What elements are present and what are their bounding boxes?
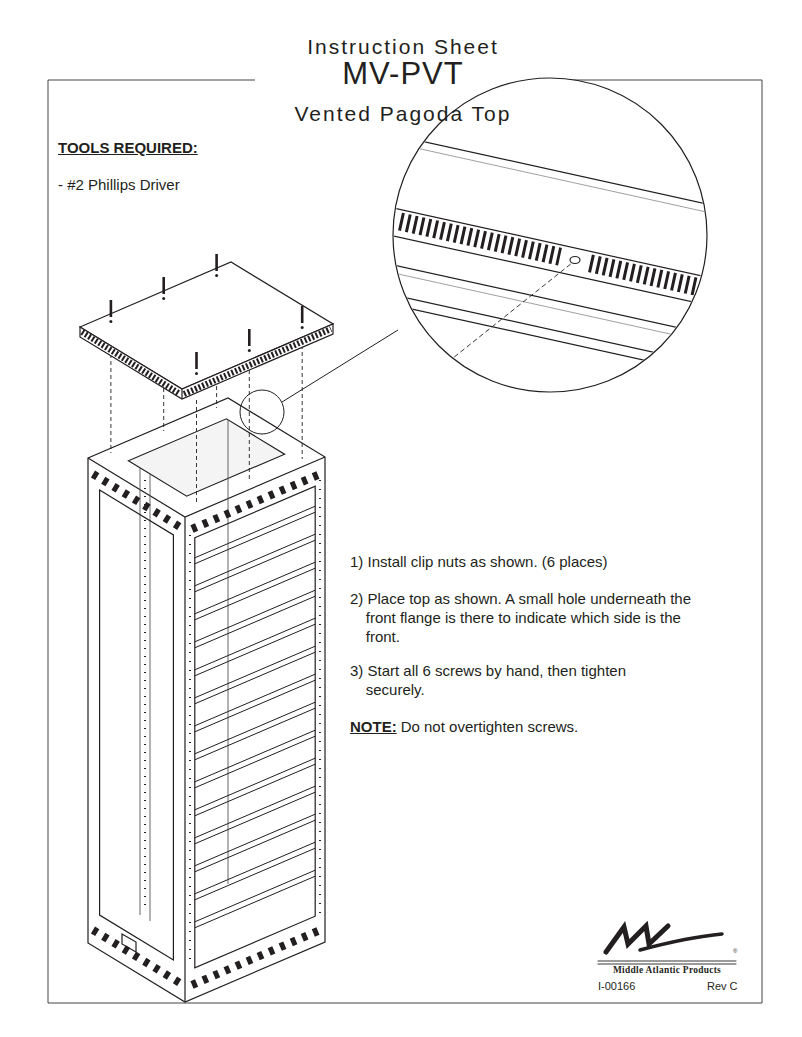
- illustration-part: [249, 370, 250, 482]
- rack-side-opening: [195, 486, 315, 968]
- illustration-part: [448, 263, 572, 362]
- vent: [192, 475, 318, 529]
- revision: Rev C: [707, 980, 738, 994]
- note-heading: NOTE:: [350, 718, 397, 737]
- registered-mark: ®: [733, 948, 737, 956]
- illustration-part: [380, 132, 720, 207]
- illustration-part: [380, 270, 720, 345]
- document-number: I-00166: [598, 980, 635, 994]
- screw: [109, 254, 303, 375]
- section-heading: TOOLS REQUIRED:: [58, 139, 198, 158]
- rack-plate: [122, 934, 136, 952]
- illustration-part: [82, 332, 180, 394]
- detail-view: [380, 132, 720, 377]
- illustration-part: [80, 324, 333, 399]
- instruction-step: 2) Place top as shown. A small hole unde…: [350, 590, 714, 646]
- illustration-part: [380, 233, 720, 308]
- illustration-part: [196, 400, 197, 505]
- detail-circle: [393, 78, 707, 392]
- rack-front-opening: [100, 490, 174, 960]
- illustration-part: [162, 297, 165, 300]
- illustration-part: [380, 205, 720, 280]
- illustration-part: [400, 222, 560, 257]
- illustration-part: [301, 326, 304, 329]
- illustration-part: [215, 274, 218, 277]
- rack-outline: [88, 398, 325, 1002]
- rail-holes: [144, 480, 146, 910]
- illustration-part: [590, 263, 720, 292]
- illustration-part: [248, 329, 251, 346]
- rack-rail: [140, 420, 228, 921]
- illustration-part: [162, 277, 165, 294]
- illustration-part: [195, 372, 198, 375]
- illustration-part: [215, 254, 218, 271]
- illustration-part: [195, 352, 198, 369]
- illustration-part: [181, 389, 182, 399]
- illustration-part: [184, 329, 331, 394]
- illustration-part: [110, 300, 113, 317]
- tool-item: - #2 Phillips Driver: [58, 176, 180, 195]
- illustration-part: [606, 926, 668, 952]
- product-name: Vented Pagoda Top: [2, 101, 802, 127]
- illustration-part: [380, 302, 720, 377]
- illustration-part: [109, 320, 112, 323]
- illustration-part: [380, 140, 720, 215]
- instruction-step: 3) Start all 6 screws by hand, then tigh…: [350, 662, 676, 700]
- rack-top-opening: [128, 419, 284, 496]
- vent: [192, 931, 318, 985]
- illustration-part: [640, 934, 722, 950]
- instruction-step: 1) Install clip nuts as shown. (6 places…: [350, 553, 608, 572]
- rail-holes: [190, 480, 320, 965]
- illustration-part: [570, 257, 580, 264]
- leader-line: [282, 330, 398, 402]
- pagoda-top: [80, 262, 333, 399]
- detail-marker: [240, 390, 284, 434]
- illustration-part: [301, 306, 304, 323]
- illustration-part: [380, 262, 720, 337]
- rack-rung: [195, 506, 315, 928]
- illustration-part: [302, 338, 303, 459]
- rack-edge: [88, 457, 325, 1002]
- illustration-part: [80, 262, 333, 389]
- company-name: Middle Atlantic Products: [594, 965, 740, 977]
- logo-mark: [598, 926, 736, 964]
- illustration-part: [248, 349, 251, 352]
- vent: [93, 930, 180, 983]
- illustration-part: [110, 340, 111, 453]
- illustration-part: [380, 292, 720, 367]
- sheet-heading: Instruction Sheet: [2, 34, 802, 60]
- illustration-part: [432, 355, 453, 372]
- illustration-part: [432, 360, 453, 376]
- illustration-part: [440, 361, 444, 365]
- note-text: Do not overtighten screws.: [401, 718, 579, 737]
- rack: [88, 398, 325, 1002]
- document-title: MV-PVT: [2, 55, 802, 94]
- illustration-part: [598, 961, 736, 964]
- vent: [93, 474, 180, 527]
